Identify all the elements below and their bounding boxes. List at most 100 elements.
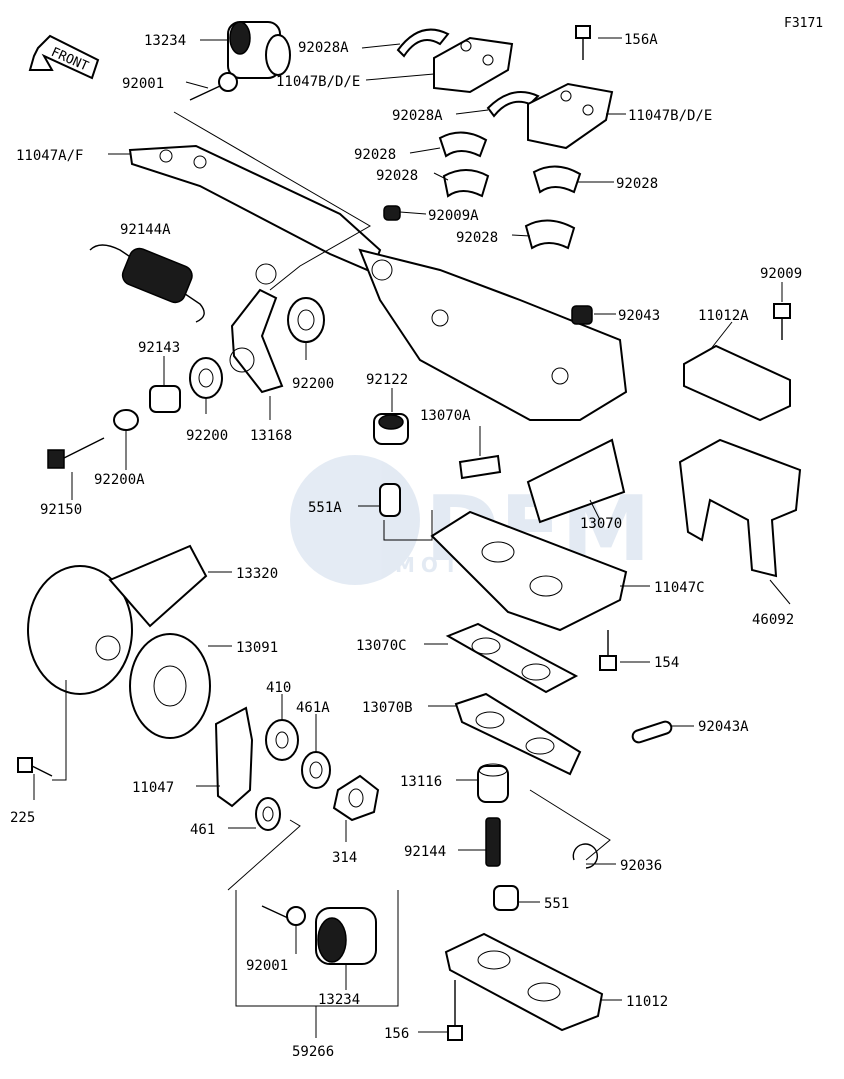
part-59266-kit — [235, 890, 399, 1038]
label-13234-top: 13234 — [144, 33, 186, 49]
part-551A-pin — [379, 483, 401, 517]
part-92200A — [113, 409, 139, 431]
label-225: 225 — [10, 810, 35, 826]
part-92028-4 — [524, 219, 576, 250]
part-13234-top — [227, 21, 291, 79]
label-92150: 92150 — [40, 502, 82, 518]
label-11047: 11047 — [132, 780, 174, 796]
label-92009: 92009 — [760, 266, 802, 282]
part-410-washer — [265, 719, 299, 761]
part-13116-cap — [477, 763, 509, 803]
label-154: 154 — [654, 655, 679, 671]
part-92009-bolt — [773, 303, 791, 340]
part-92144-spring — [485, 817, 501, 867]
label-92144A: 92144A — [120, 222, 171, 238]
part-92144A-spring — [89, 244, 205, 323]
leader-lines — [33, 37, 791, 1033]
front-arrow-icon: FRONT — [28, 34, 100, 80]
label-13070: 13070 — [580, 516, 622, 532]
part-156-bolt — [447, 980, 463, 1041]
label-92144: 92144 — [404, 844, 446, 860]
label-11012A: 11012A — [698, 308, 749, 324]
part-92036-clip — [572, 843, 598, 869]
part-92001-top — [189, 72, 238, 101]
figure-code: F3171 — [784, 16, 823, 31]
part-156A-bolt — [575, 25, 591, 60]
label-92200-2: 92200 — [186, 428, 228, 444]
label-13070A: 13070A — [420, 408, 471, 424]
label-13070C: 13070C — [356, 638, 407, 654]
part-13070A — [458, 454, 502, 480]
part-314-nut — [332, 774, 380, 822]
part-13070B — [454, 692, 582, 776]
label-92043A: 92043A — [698, 719, 749, 735]
label-551A: 551A — [308, 500, 342, 516]
part-154-bolt — [599, 630, 617, 671]
part-11047BDE-1 — [433, 36, 514, 94]
part-461-washer — [255, 797, 281, 831]
label-11047BDE-2: 11047B/D/E — [628, 108, 712, 124]
part-92200-1 — [287, 297, 325, 343]
label-92200-1: 92200 — [292, 376, 334, 392]
label-11047AF: 11047A/F — [16, 148, 83, 164]
label-92001-top: 92001 — [122, 76, 164, 92]
part-92200-2 — [189, 357, 223, 399]
part-13070 — [526, 438, 626, 524]
label-461A: 461A — [296, 700, 330, 716]
part-13320-housing — [27, 544, 208, 695]
part-13091-disc — [129, 633, 211, 739]
part-labels: 13234 92028A 156A 11047B/D/E 92001 92028… — [10, 32, 802, 1060]
label-551: 551 — [544, 896, 569, 912]
label-92001-bot: 92001 — [246, 958, 288, 974]
part-92143-collar — [149, 385, 181, 413]
label-13234-bot: 13234 — [318, 992, 360, 1008]
label-410: 410 — [266, 680, 291, 696]
label-13091: 13091 — [236, 640, 278, 656]
part-92028-3 — [532, 165, 582, 194]
label-92043: 92043 — [618, 308, 660, 324]
part-92028A-1 — [396, 28, 450, 58]
label-92028-2: 92028 — [376, 168, 418, 184]
part-92150-bolt — [47, 437, 105, 469]
label-11012: 11012 — [626, 994, 668, 1010]
part-13070C — [445, 622, 579, 694]
label-92028A-2: 92028A — [392, 108, 443, 124]
part-11012-clamp — [444, 932, 604, 1032]
label-46092: 46092 — [752, 612, 794, 628]
label-156A: 156A — [624, 32, 658, 48]
label-13116: 13116 — [400, 774, 442, 790]
part-92028-1 — [438, 131, 488, 158]
label-59266: 59266 — [292, 1044, 334, 1060]
part-92122-bush — [373, 413, 409, 445]
part-551-pin — [493, 885, 519, 911]
part-92043A-pin — [631, 720, 673, 744]
label-314: 314 — [332, 850, 357, 866]
part-main-bracket — [358, 248, 628, 421]
label-92028A-1: 92028A — [298, 40, 349, 56]
part-11047-lever — [214, 706, 254, 808]
part-46092-bracket — [678, 438, 802, 578]
label-13070B: 13070B — [362, 700, 413, 716]
part-225-screw — [17, 757, 53, 777]
part-92009A — [383, 205, 401, 221]
label-13320: 13320 — [236, 566, 278, 582]
label-11047C: 11047C — [654, 580, 705, 596]
part-11047BDE-2 — [527, 82, 614, 150]
label-92028-1: 92028 — [354, 147, 396, 163]
part-92028-2 — [442, 169, 490, 198]
part-13168-segment — [229, 263, 284, 394]
label-13168: 13168 — [250, 428, 292, 444]
label-461: 461 — [190, 822, 215, 838]
label-11047BDE-1: 11047B/D/E — [276, 74, 360, 90]
part-92043 — [571, 305, 593, 325]
label-92036: 92036 — [620, 858, 662, 874]
part-11012A-clamp — [683, 344, 791, 422]
part-11047AF-arm — [128, 144, 382, 274]
label-92143: 92143 — [138, 340, 180, 356]
label-92122: 92122 — [366, 372, 408, 388]
label-92009A: 92009A — [428, 208, 479, 224]
part-11047C — [430, 510, 628, 632]
label-156: 156 — [384, 1026, 409, 1042]
part-461A-washer — [301, 751, 331, 789]
